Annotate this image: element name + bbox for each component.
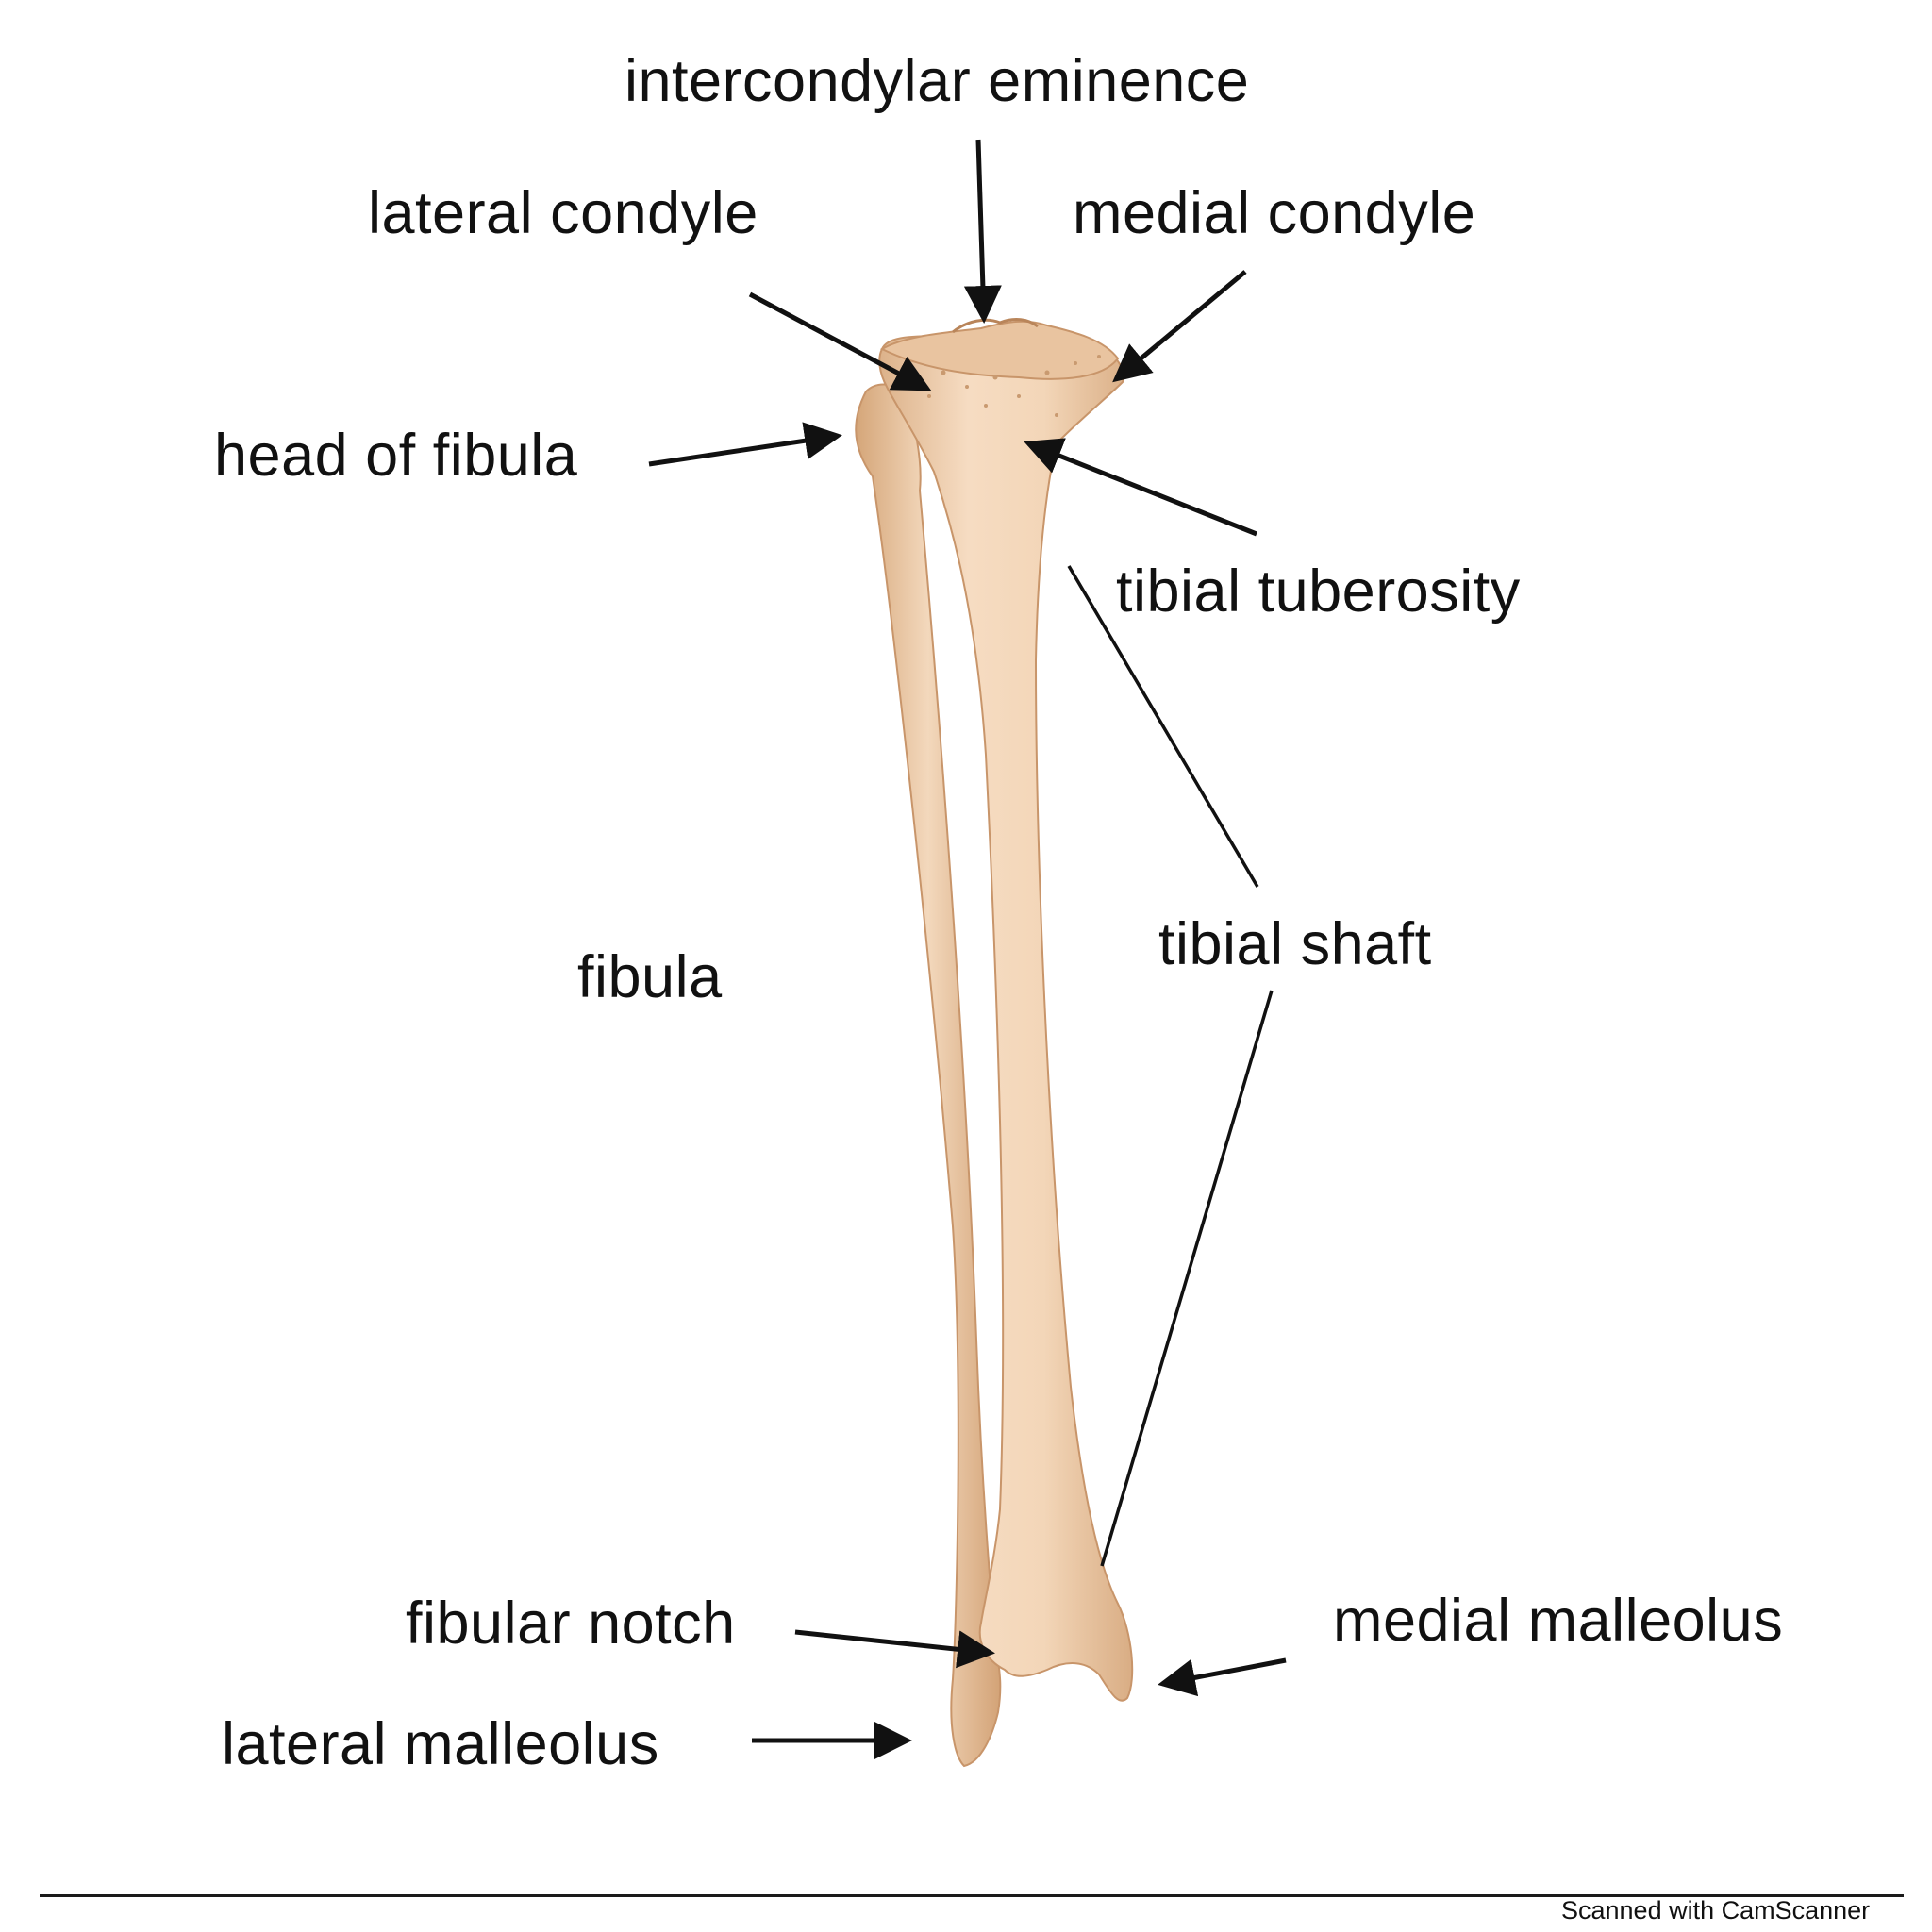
label-intercondylar-eminence: intercondylar eminence [625,48,1250,114]
label-lateral-condyle: lateral condyle [368,180,758,246]
leader-lines [648,139,1287,1759]
arrow-intercondylar-eminence [963,139,1002,324]
footer-divider [40,1894,1904,1897]
fibula-bone [855,383,1002,1768]
label-medial-malleolus: medial malleolus [1333,1588,1784,1654]
arrow-head-of-fibula [648,422,842,467]
line-tibial-shaft-lower [1100,990,1274,1567]
line-tibial-shaft-upper [1067,565,1259,888]
label-tibial-tuberosity: tibial tuberosity [1116,558,1521,625]
label-fibular-notch: fibular notch [406,1591,736,1657]
shaft-leader-lines [1067,565,1274,1567]
label-tibial-shaft: tibial shaft [1158,911,1432,977]
scanner-watermark: Scanned with CamScanner [1561,1896,1871,1924]
label-head-of-fibula: head of fibula [214,423,578,489]
arrow-lateral-condyle [748,291,932,391]
arrow-medial-malleolus [1158,1657,1287,1697]
arrow-fibular-notch [794,1629,995,1669]
arrow-tibial-tuberosity [1024,438,1257,537]
label-lateral-malleolus: lateral malleolus [222,1711,659,1777]
arrow-medial-condyle [1112,270,1247,383]
label-fibula: fibula [577,944,723,1010]
label-medial-condyle: medial condyle [1073,180,1476,246]
tibia-bone [878,329,1134,1702]
bone-texture [927,355,1101,417]
tibial-plateau [879,320,1120,380]
